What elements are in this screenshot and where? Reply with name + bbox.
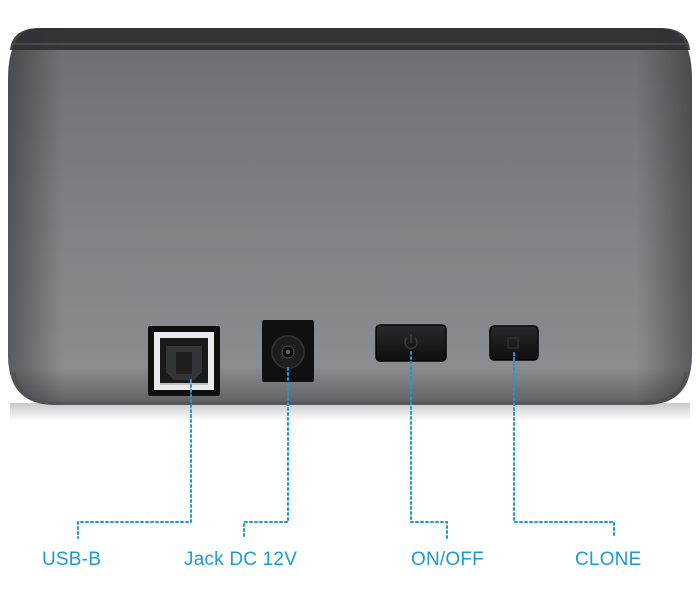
usb-b-port-icon (148, 326, 220, 396)
power-symbol-icon (404, 334, 418, 350)
on-off-callout-line (410, 351, 448, 539)
power-button[interactable] (375, 324, 447, 362)
jack-dc-callout-line (243, 367, 289, 539)
usb-b-callout-line (77, 379, 192, 539)
dock-body (8, 28, 692, 405)
jack-dc-label: Jack DC 12V (184, 549, 298, 570)
dc-jack-icon (262, 320, 314, 382)
floor-shadow (10, 403, 690, 421)
on-off-label: ON/OFF (411, 549, 484, 570)
clone-label: CLONE (575, 549, 642, 570)
clone-button-icon (507, 337, 519, 349)
clone-button[interactable] (489, 325, 539, 361)
clone-callout-line (513, 352, 615, 539)
usb-b-label: USB-B (42, 549, 102, 570)
